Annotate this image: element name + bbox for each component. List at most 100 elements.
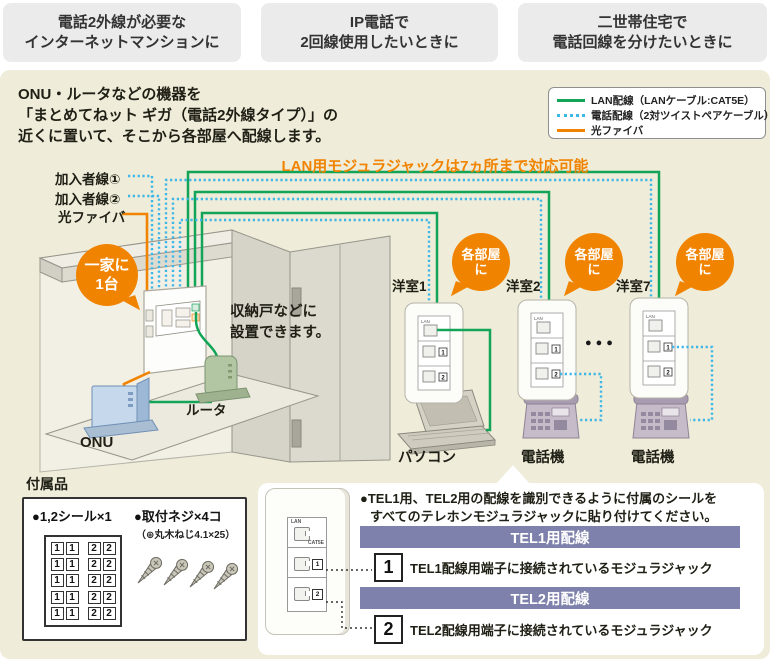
seal-cell: 2 [102, 574, 116, 588]
plate-jack-column: LAN CAT5E 1 2 [287, 517, 327, 612]
patch-cables [437, 328, 714, 432]
room7-name: 洋室7 [616, 279, 651, 294]
subscriber-line2-label: 加入者線② [55, 192, 121, 207]
tel1-seal-chip: 1 [312, 559, 323, 570]
legend-lan-label: LAN配線（LANケーブル:CAT5E） [591, 95, 755, 107]
seal-cell: 1 [50, 606, 64, 620]
seal-cell: 1 [50, 574, 64, 588]
plate7-num2: 2 [666, 371, 670, 377]
room-badge3-line2: に [698, 262, 712, 277]
ellipsis-dots: ●●● [585, 337, 617, 349]
plate-tel2-cell: 2 [288, 578, 326, 608]
seal-cell: 2 [87, 590, 101, 604]
callout-note-line1: ●TEL1用、TEL2用の配線を識別できるように付属のシールを [360, 491, 718, 506]
seals-label: ●1,2シール×1 [32, 509, 112, 524]
usecase-tab-3: 二世帯住宅で 電話回線を分けたいときに [518, 3, 767, 62]
room-badge2-line2: に [587, 262, 601, 277]
legend-row-fiber: 光ファイバ [557, 123, 757, 138]
room7-device-label: 電話機 [631, 450, 675, 466]
seal-cell: 1 [65, 558, 79, 572]
room1-device-label: パソコン [398, 450, 456, 466]
screws-label: ●取付ネジ×4コ [134, 509, 222, 524]
seal-cell: 1 [50, 542, 64, 556]
plate2-num1: 1 [554, 348, 558, 354]
plate2-num2: 2 [554, 373, 558, 379]
each-room-badge-2: 各部屋 に [563, 233, 623, 301]
screws-illustration [137, 556, 239, 590]
each-room-badge-1: 各部屋 に [450, 233, 510, 301]
wall-plate-room7: LAN 1 2 [629, 297, 689, 399]
lan-jack-icon [294, 527, 310, 541]
fiber-line-swatch [557, 129, 585, 132]
screws-note: （⊕丸木ねじ4.1×25） [136, 530, 236, 541]
room-badge3-line1: 各部屋 [685, 247, 725, 262]
plate2-lan-label: LAN [534, 316, 543, 321]
plate1-num2: 2 [441, 376, 445, 382]
seal-cell: 1 [50, 558, 64, 572]
home-badge-line2: 1台 [95, 276, 119, 293]
plate-tel1-cell: 1 [288, 548, 326, 578]
room1-name: 洋室1 [392, 279, 427, 294]
plate-lan-cell: LAN CAT5E [288, 518, 326, 548]
usecase-3-line1: 二世帯住宅で [597, 13, 688, 31]
each-room-badge-3: 各部屋 に [674, 233, 734, 301]
tel1-header-bar: TEL1用配線 [360, 526, 740, 548]
intro-text: ONU・ルータなどの機器を 「まとめてねット ギガ（電話2外線タイプ）」の 近く… [18, 84, 338, 147]
legend-tel-label: 電話配線（2対ツイストペアケーブル） [591, 110, 770, 122]
distribution-panel [143, 285, 207, 375]
seal-cell: 1 [65, 574, 79, 588]
callout-pointer [496, 465, 530, 484]
seal-cell: 1 [50, 590, 64, 604]
plate1-lan-label: LAN [421, 319, 430, 324]
intro-line2: 「まとめてねット ギガ（電話2外線タイプ）」の [18, 107, 339, 124]
seal-cell: 1 [65, 590, 79, 604]
tel2-jack-icon [294, 587, 310, 601]
legend-fiber-label: 光ファイバ [591, 125, 644, 137]
usecase-1-line1: 電話2外線が必要な [57, 13, 187, 31]
seal-cell: 1 [65, 542, 79, 556]
telephone-illustration-2 [632, 393, 690, 439]
intro-line3: 近くに置いて、そこから各部屋へ配線します。 [18, 128, 331, 145]
legend: LAN配線（LANケーブル:CAT5E） 電話配線（2対ツイストペアケーブル） … [548, 87, 770, 139]
seal-cell: 2 [87, 574, 101, 588]
usecase-tab-1: 電話2外線が必要な インターネットマンションに [3, 3, 241, 62]
room2-device-label: 電話機 [521, 450, 565, 466]
seal-cell: 1 [65, 606, 79, 620]
legend-row-lan: LAN配線（LANケーブル:CAT5E） [557, 93, 757, 108]
usecase-1-line2: インターネットマンションに [24, 33, 220, 51]
one-per-home-badge: 一家に 1台 [76, 244, 141, 315]
plate-cat5e-text: CAT5E [307, 540, 324, 546]
tel2-number-box: 2 [374, 615, 403, 644]
closet-note-line2: 設置できます。 [230, 325, 331, 341]
lan-line-swatch [557, 99, 585, 102]
onu-label: ONU [80, 434, 114, 451]
tel2-description: TEL2配線用端子に接続されているモジュラジャック [410, 623, 713, 638]
tel-wiring-callout: LAN CAT5E 1 2 ●TEL1用、TEL2用の配線を識別できるように付属… [258, 483, 764, 655]
tel1-description: TEL1配線用端子に接続されているモジュラジャック [410, 561, 713, 576]
seal-cell: 2 [87, 542, 101, 556]
usecase-2-line1: IP電話で [349, 13, 410, 31]
seal-cell: 2 [102, 590, 116, 604]
plate7-num1: 1 [666, 346, 670, 352]
intro-line1: ONU・ルータなどの機器を [18, 86, 202, 103]
tel-line-swatch [557, 114, 585, 117]
accessories-title: 付属品 [26, 476, 68, 492]
plate-lan-text: LAN [291, 519, 302, 525]
wiring-runs [122, 170, 661, 366]
router-label: ルータ [186, 403, 227, 418]
tel2-header-bar: TEL2用配線 [360, 587, 740, 609]
seal-cell: 2 [102, 558, 116, 572]
seal-cell: 2 [102, 542, 116, 556]
seal-cell: 2 [87, 558, 101, 572]
usecase-tab-2: IP電話で 2回線使用したいときに [261, 3, 498, 62]
tel1-jack-icon [294, 557, 310, 571]
wall-plate-room1: LAN 1 2 [404, 302, 464, 404]
room2-name: 洋室2 [506, 279, 541, 294]
plate7-lan-label: LAN [646, 314, 655, 319]
